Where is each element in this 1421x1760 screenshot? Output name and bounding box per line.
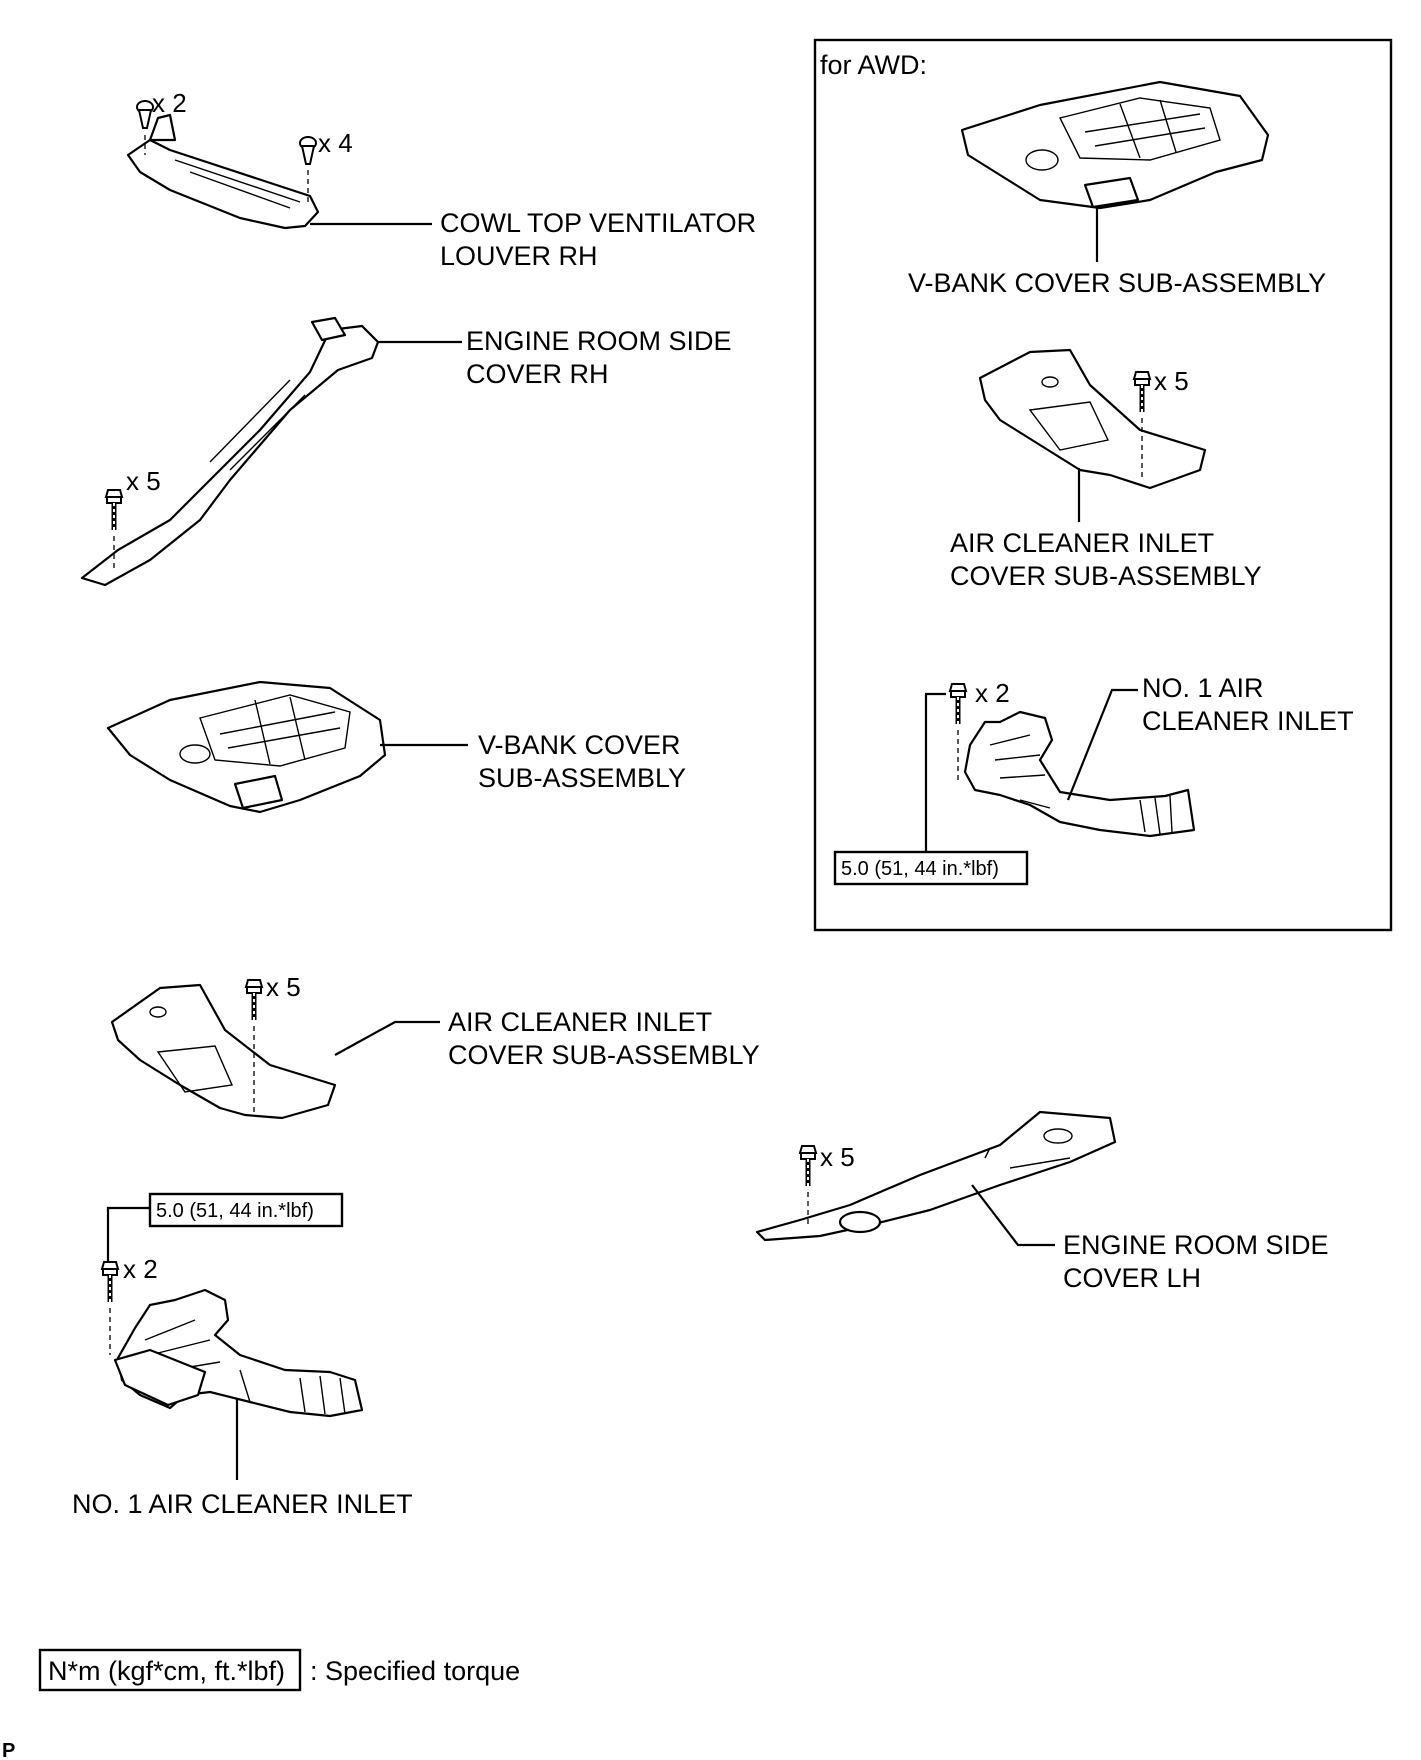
corner-mark: P xyxy=(2,1740,15,1760)
awd-no1-torque-leader xyxy=(924,692,946,852)
awd-aci-qty: x 5 xyxy=(1154,366,1189,396)
no1-torque-value: 5.0 (51, 44 in.*lbf) xyxy=(156,1200,314,1222)
cowl-bolt-qty: x 4 xyxy=(318,128,353,158)
side-rh-bolt-icon xyxy=(106,490,122,530)
awd-panel: for AWD: V-BANK COVER SUB-ASSEMBLY x 5 A… xyxy=(813,38,1393,932)
no1-torque-leader xyxy=(106,1206,150,1262)
legend-desc: : Specified torque xyxy=(310,1656,520,1686)
cowl-label-line1: COWL TOP VENTILATOR xyxy=(440,208,756,238)
side-lh-qty: x 5 xyxy=(820,1142,855,1172)
side-rh-qty: x 5 xyxy=(126,466,161,496)
no1-label: NO. 1 AIR CLEANER INLET xyxy=(72,1489,413,1519)
vbank-label-line1: V-BANK COVER xyxy=(478,730,681,760)
awd-no1-label-line2: CLEANER INLET xyxy=(1142,706,1354,736)
no1-bolt-icon xyxy=(102,1262,118,1302)
awd-panel-title: for AWD: xyxy=(820,50,927,80)
side-lh-label-line1: ENGINE ROOM SIDE xyxy=(1063,1230,1329,1260)
cowl-clip-icon xyxy=(136,100,154,129)
awd-no1-qty: x 2 xyxy=(975,678,1010,708)
awd-no1-label-line1: NO. 1 AIR xyxy=(1142,673,1264,703)
vbank-label-line2: SUB-ASSEMBLY xyxy=(478,763,686,793)
awd-no1-leader xyxy=(1066,688,1138,801)
awd-aci-label-line1: AIR CLEANER INLET xyxy=(950,528,1214,558)
no1-torque-box xyxy=(148,1192,344,1228)
aci-cover-drawing xyxy=(110,983,337,1120)
vbank-cover-drawing xyxy=(106,680,387,814)
awd-vbank-cover-drawing xyxy=(960,80,1270,210)
awd-no1-torque-value: 5.0 (51, 44 in.*lbf) xyxy=(841,858,999,880)
aci-bolt-icon xyxy=(246,980,262,1020)
side-lh-bolt-icon xyxy=(800,1146,816,1186)
no1-qty: x 2 xyxy=(123,1254,158,1284)
side-cover-lh-drawing xyxy=(755,1110,1117,1242)
side-cover-rh-drawing xyxy=(80,316,380,587)
torque-legend: N*m (kgf*cm, ft.*lbf) : Specified torque xyxy=(38,1648,520,1692)
cowl-label-line2: LOUVER RH xyxy=(440,241,598,271)
side-rh-label-line1: ENGINE ROOM SIDE xyxy=(466,326,732,356)
side-rh-label-line2: COVER RH xyxy=(466,359,609,389)
cowl-bolt-icon xyxy=(299,136,317,165)
aci-qty: x 5 xyxy=(266,972,301,1002)
awd-no1-torque-box xyxy=(833,850,1029,886)
no1-inlet-drawing xyxy=(113,1288,364,1418)
aci-label-line1: AIR CLEANER INLET xyxy=(448,1007,712,1037)
legend-box-text: N*m (kgf*cm, ft.*lbf) xyxy=(48,1656,285,1686)
cowl-clip-qty: x 2 xyxy=(152,88,187,118)
aci-leader xyxy=(334,1020,440,1056)
awd-no1-inlet-drawing xyxy=(963,710,1196,838)
awd-aci-label-line2: COVER SUB-ASSEMBLY xyxy=(950,561,1262,591)
aci-label-line2: COVER SUB-ASSEMBLY xyxy=(448,1040,760,1070)
awd-aci-cover-drawing xyxy=(978,348,1207,490)
side-lh-leader xyxy=(971,1184,1055,1247)
awd-vbank-label: V-BANK COVER SUB-ASSEMBLY xyxy=(908,268,1326,298)
side-lh-label-line2: COVER LH xyxy=(1063,1263,1201,1293)
cowl-top-louver-drawing xyxy=(126,113,320,230)
legend-box xyxy=(38,1648,302,1692)
